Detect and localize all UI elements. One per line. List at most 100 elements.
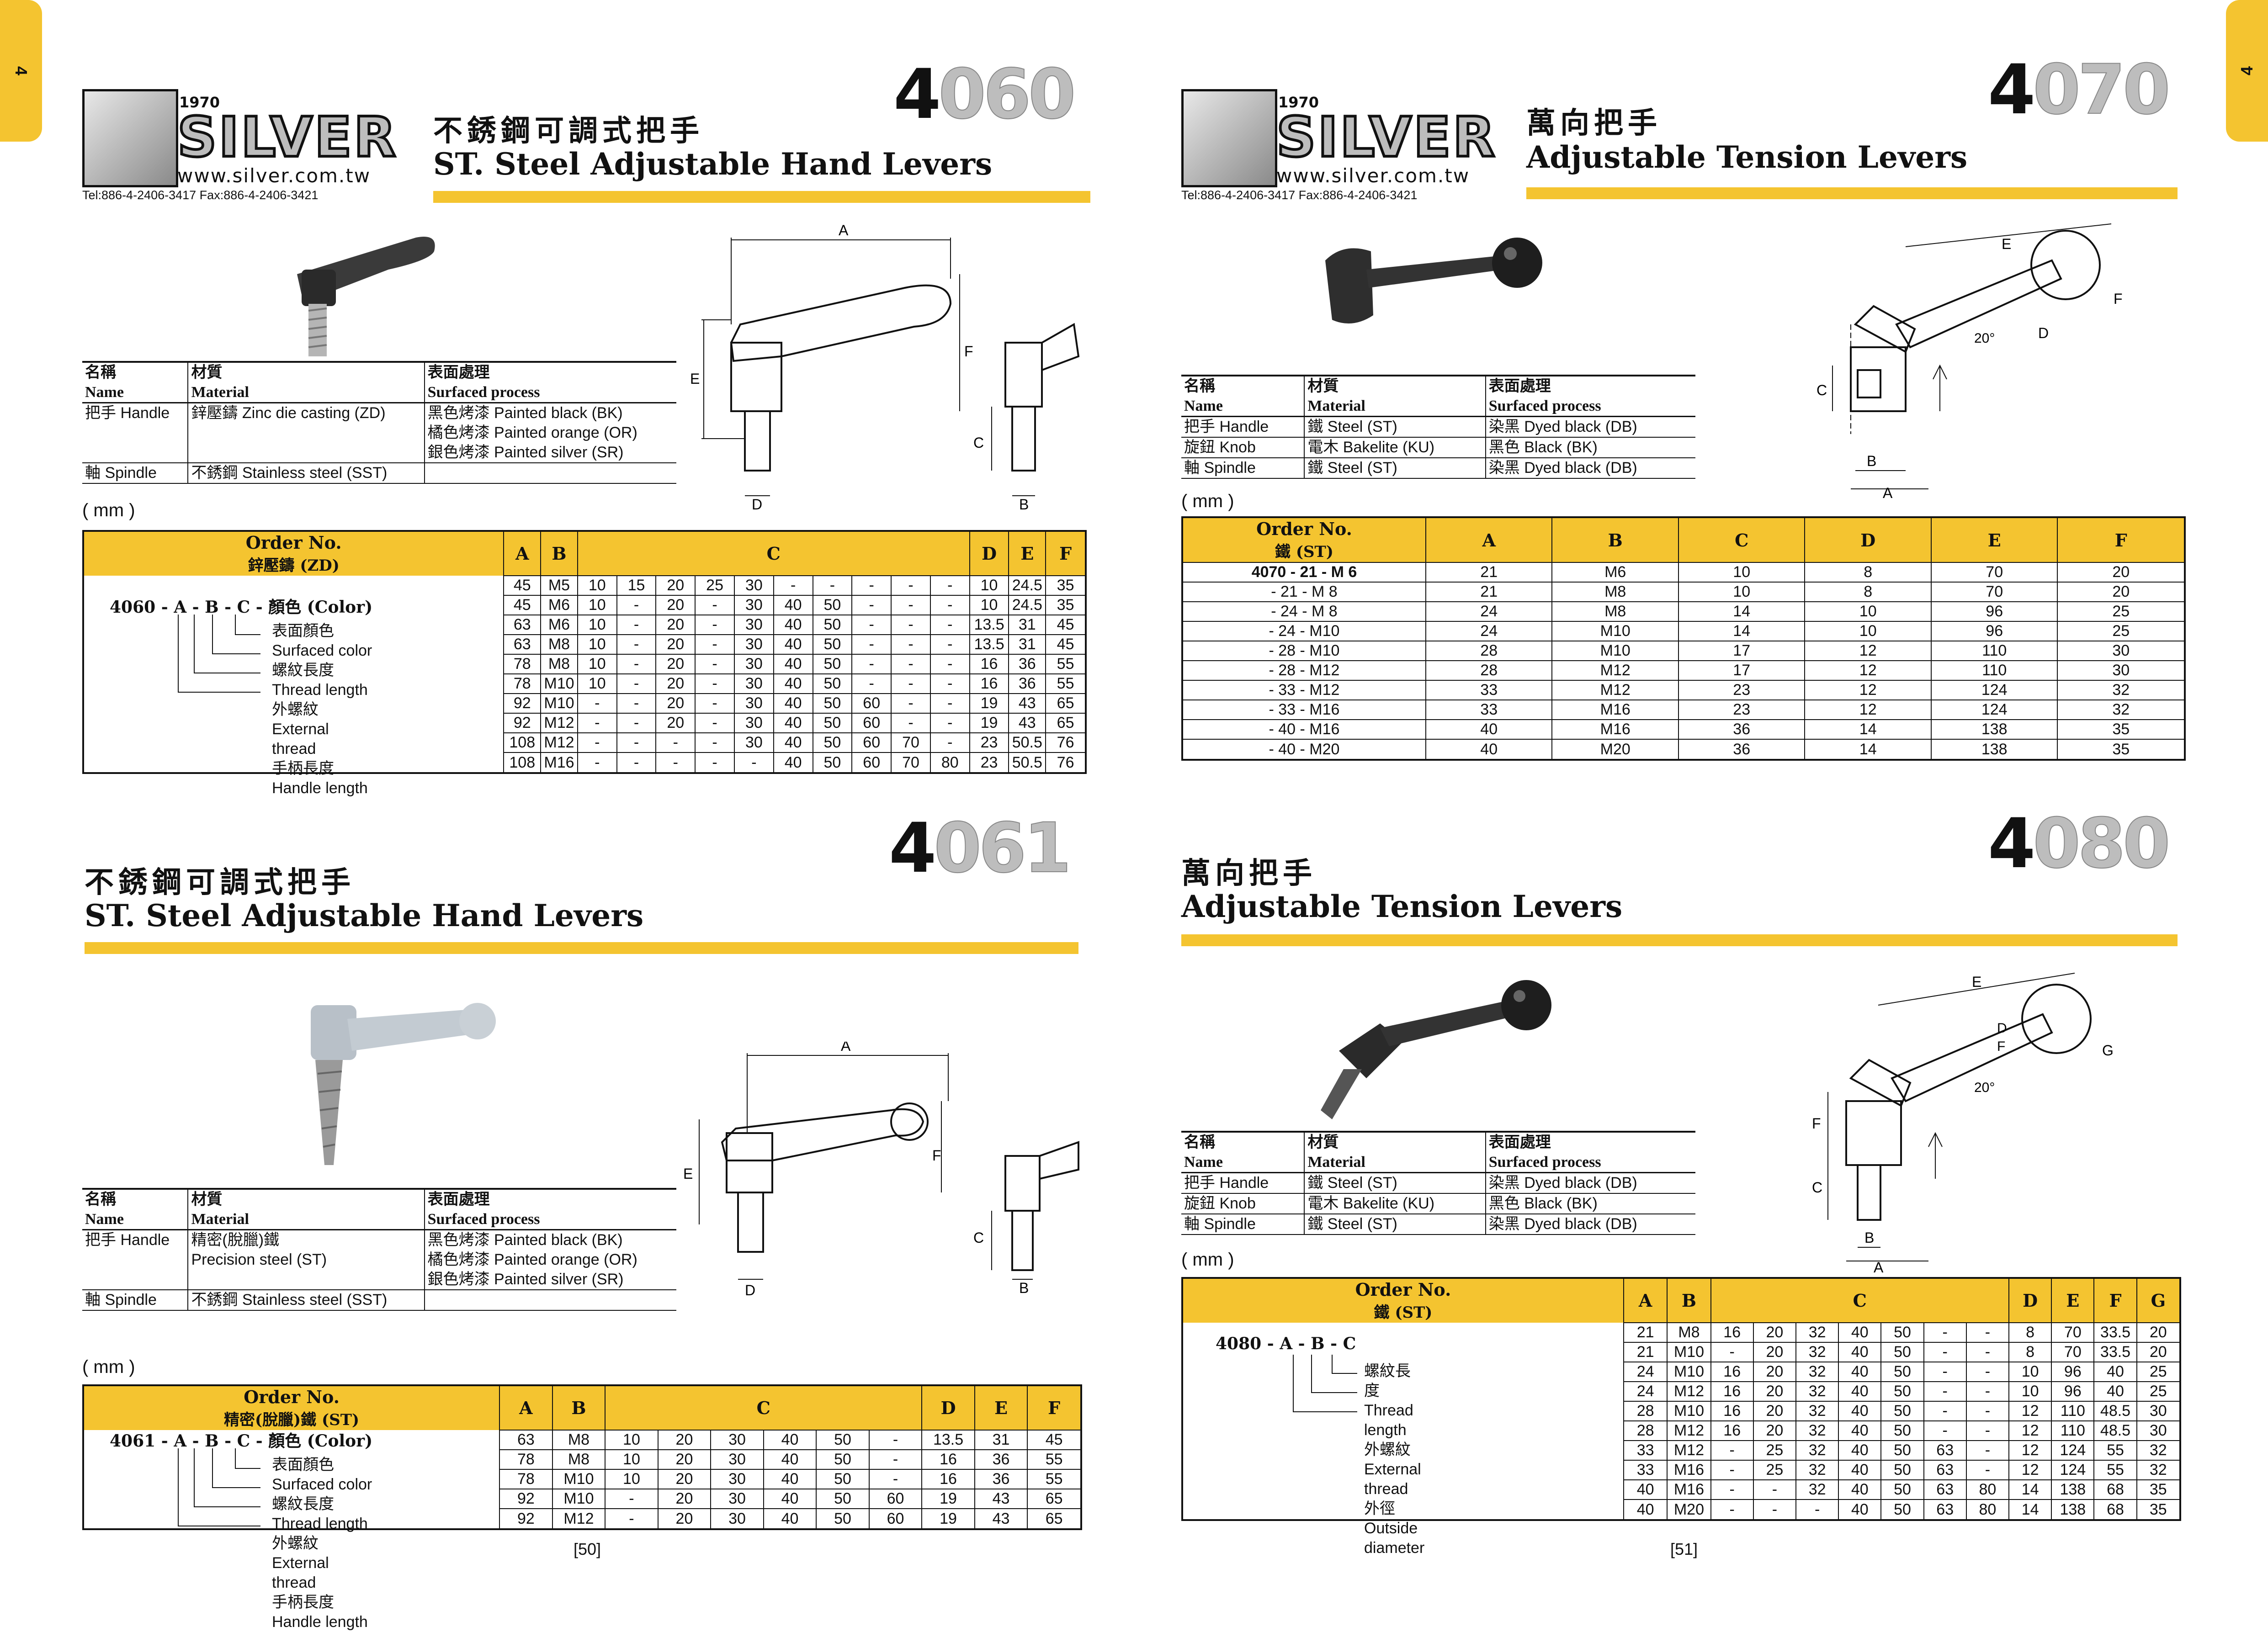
table-cell: 33 — [1425, 699, 1552, 720]
table-cell: 32 — [2057, 680, 2184, 700]
table-cell: - — [851, 634, 892, 654]
table-cell: 30 — [2136, 1401, 2179, 1421]
table-cell: - — [1923, 1401, 1966, 1421]
dim-d: D — [745, 1282, 755, 1298]
col-header: F — [2057, 518, 2184, 562]
title-underline — [85, 942, 1078, 954]
table-cell: 30 — [733, 575, 774, 595]
table-cell: 36 — [1678, 719, 1805, 739]
table-cell: 32 — [1795, 1440, 1839, 1460]
table-cell: 30 — [733, 693, 774, 713]
table-cell: 36 — [974, 1469, 1028, 1489]
table-cell: 92 — [503, 693, 541, 713]
brand-contact: Tel:886-4-2406-3417 Fax:886-4-2406-3421 — [1181, 188, 1418, 202]
table-cell: 35 — [1045, 575, 1085, 595]
table-cell: - — [655, 732, 696, 752]
table-cell: - — [891, 713, 930, 733]
code-prefix: 4 — [1988, 50, 2035, 130]
dim-e: E — [683, 1166, 693, 1182]
order-code-cell: - 24 - M10 — [1183, 621, 1426, 641]
table-cell: 50 — [816, 1469, 869, 1489]
order-code-cell: - 21 - M 8 — [1183, 582, 1426, 602]
table-cell: 96 — [1930, 621, 2058, 641]
hdr-surface-en: Surfaced process — [1485, 396, 1695, 417]
hdr-material-en: Material — [1304, 1152, 1486, 1173]
table-cell: - — [1923, 1342, 1966, 1362]
table-cell: 25 — [695, 575, 734, 595]
table-cell: 50 — [816, 1508, 869, 1528]
brand-year: 1970 — [1278, 94, 1319, 111]
table-cell: 50 — [812, 654, 852, 674]
table-cell: 16 — [969, 654, 1009, 674]
table-cell: M10 — [540, 673, 578, 694]
table-cell: - — [695, 713, 734, 733]
table-cell: M8 — [540, 634, 578, 654]
table-cell: 138 — [1930, 739, 2058, 759]
table-cell: 31 — [974, 1430, 1028, 1450]
code-prefix: 4 — [889, 809, 936, 888]
surface-line: 黑色烤漆 Painted black (BK) — [427, 1231, 623, 1249]
table-cell: 92 — [499, 1508, 552, 1528]
col-header: D — [921, 1386, 975, 1430]
table-cell: 12 — [2008, 1401, 2052, 1421]
table-cell: 20 — [1753, 1420, 1796, 1441]
table-cell: 12 — [1804, 641, 1931, 661]
side-tab-right[interactable]: 4 — [2226, 0, 2268, 142]
table-cell: - — [1965, 1381, 2009, 1401]
dim-c: C — [1812, 1179, 1822, 1196]
section-title-en: Adjustable Tension Levers — [1181, 889, 1623, 924]
table-cell: 30 — [710, 1508, 764, 1528]
table-cell: 19 — [969, 713, 1009, 733]
product-code: 4080 — [1988, 804, 2171, 884]
table-cell: 15 — [616, 575, 656, 595]
table-cell: 40 — [1425, 739, 1552, 759]
table-cell: 70 — [891, 752, 930, 772]
cell-surface: 黑色烤漆 Painted black (BK)橘色烤漆 Painted oran… — [424, 403, 676, 463]
table-cell: 60 — [851, 752, 892, 772]
table-cell: 50 — [812, 693, 852, 713]
table-cell: 10 — [1804, 621, 1931, 641]
legend-list: 螺紋長度 Thread length 外螺紋 External thread 外… — [1364, 1362, 1424, 1558]
table-cell: 32 — [2057, 699, 2184, 720]
table-cell: 10 — [605, 1469, 658, 1489]
order-no-header: Order No.鐵 (ST) — [1183, 1279, 1624, 1323]
table-cell: 68 — [2093, 1499, 2137, 1519]
col-header: A — [499, 1386, 552, 1430]
table-cell: - — [891, 654, 930, 674]
table-cell: - — [616, 693, 656, 713]
col-header: D — [969, 532, 1009, 576]
table-cell: - — [930, 575, 970, 595]
table-cell: - — [695, 693, 734, 713]
table-cell: M16 — [1551, 699, 1678, 720]
table-cell: 33 — [1425, 680, 1552, 700]
table-cell: M10 — [1551, 621, 1678, 641]
table-cell: 55 — [2093, 1460, 2137, 1480]
table-cell: 80 — [1965, 1499, 2009, 1519]
table-cell: - — [1965, 1342, 2009, 1362]
table-cell: 19 — [921, 1489, 975, 1509]
table-cell: 23 — [1678, 699, 1805, 720]
table-cell: 43 — [974, 1508, 1028, 1528]
table-cell: - — [930, 693, 970, 713]
table-cell: 45 — [1045, 634, 1085, 654]
dim-f: F — [2114, 291, 2123, 307]
table-cell: 13.5 — [969, 615, 1009, 635]
table-cell: M8 — [552, 1430, 606, 1450]
table-cell: 50 — [816, 1489, 869, 1509]
table-cell: M8 — [1667, 1322, 1711, 1342]
table-cell: 65 — [1045, 693, 1085, 713]
side-tab-left[interactable]: 4 — [0, 0, 42, 142]
